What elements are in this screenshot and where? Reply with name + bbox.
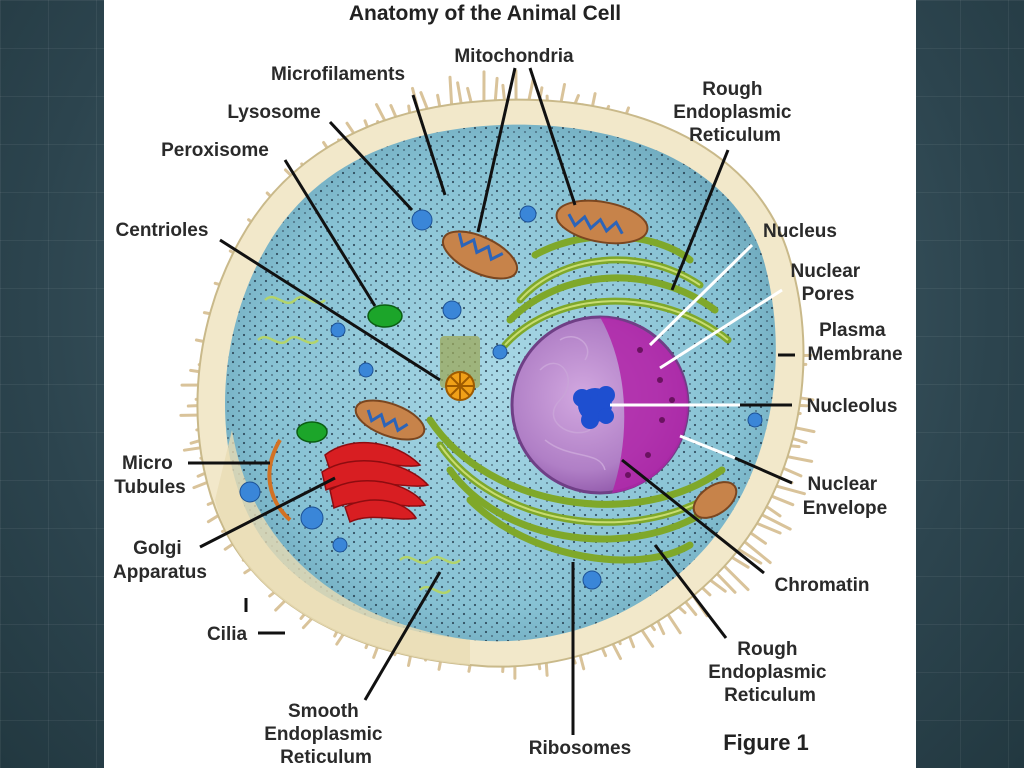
label-microfilaments: Microfilaments xyxy=(271,64,405,85)
centrioles-shape xyxy=(440,336,480,401)
label-smooth-er: Smooth Endoplasmic Reticulum xyxy=(264,701,388,768)
chromatin-shape xyxy=(539,336,606,471)
label-micro-tubules: Micro Tubules xyxy=(114,453,185,498)
microtubule-shape xyxy=(267,438,292,522)
label-centrioles: Centrioles xyxy=(116,220,209,241)
golgi-shape xyxy=(321,442,430,524)
label-plasma-membrane: Plasma Membrane xyxy=(807,320,902,365)
cell-cut-face xyxy=(215,430,470,665)
animal-cell-diagram: Anatomy of the Animal Cell Mitochondria … xyxy=(113,2,903,768)
label-lysosome: Lysosome xyxy=(227,102,320,123)
nucleolus-shape xyxy=(573,386,615,429)
label-cilia: Cilia xyxy=(207,624,248,645)
peroxisome-shape xyxy=(367,304,403,328)
label-nuclear-envelope: Nuclear Envelope xyxy=(803,474,887,519)
label-peroxisome: Peroxisome xyxy=(161,140,269,161)
mitochondrion-shape xyxy=(354,199,738,519)
peroxisome-shape xyxy=(296,421,328,443)
leader-lines xyxy=(188,67,795,735)
label-ribosomes: Ribosomes xyxy=(529,738,631,759)
label-nucleolus: Nucleolus xyxy=(807,396,898,417)
lysosome-shape xyxy=(239,205,763,590)
label-nucleus: Nucleus xyxy=(763,221,837,242)
figure-panel: Anatomy of the Animal Cell Mitochondria … xyxy=(104,0,916,768)
label-mitochondria: Mitochondria xyxy=(454,46,574,67)
figure-label: Figure 1 xyxy=(723,730,809,755)
nuclear-pores-shape xyxy=(625,347,675,478)
label-golgi-apparatus: Golgi Apparatus xyxy=(113,538,207,583)
page-title: Anatomy of the Animal Cell xyxy=(349,2,621,25)
label-rough-er-top: Rough Endoplasmic Reticulum xyxy=(673,79,797,146)
label-nuclear-pores: Nuclear Pores xyxy=(791,261,866,305)
rough-er-highlight xyxy=(439,259,729,524)
label-chromatin: Chromatin xyxy=(775,575,870,596)
cilium xyxy=(739,537,772,565)
label-rough-er-bottom: Rough Endoplasmic Reticulum xyxy=(708,639,832,706)
